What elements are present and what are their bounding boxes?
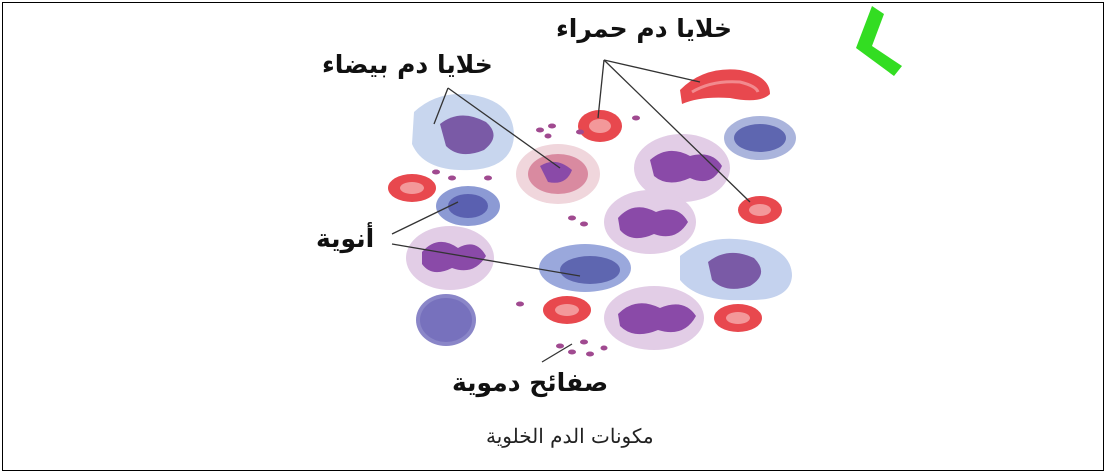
white-blood-cell — [516, 144, 600, 204]
white-blood-cell — [416, 294, 476, 346]
red-blood-cell — [543, 296, 591, 324]
red-blood-cell — [578, 110, 622, 142]
white-blood-cell — [412, 94, 514, 170]
figure-caption: مكونات الدم الخلوية — [486, 424, 654, 448]
white-blood-cell — [680, 239, 792, 300]
red-blood-cell — [680, 69, 770, 104]
white-blood-cell — [724, 116, 796, 160]
green-check-mark-icon — [856, 6, 902, 76]
white-blood-cell — [539, 244, 631, 292]
red-blood-cell — [714, 304, 762, 332]
label-white-blood-cells: خلايا دم بيضاء — [322, 50, 493, 79]
label-red-blood-cells: خلايا دم حمراء — [556, 14, 732, 43]
white-blood-cell — [436, 186, 500, 226]
white-blood-cell — [406, 226, 494, 290]
red-blood-cell — [738, 196, 782, 224]
label-nuclei: أنوية — [316, 224, 374, 253]
white-blood-cell — [604, 190, 696, 254]
red-blood-cell — [388, 174, 436, 202]
label-platelets: صفائح دموية — [452, 368, 608, 397]
white-blood-cell — [604, 286, 704, 350]
